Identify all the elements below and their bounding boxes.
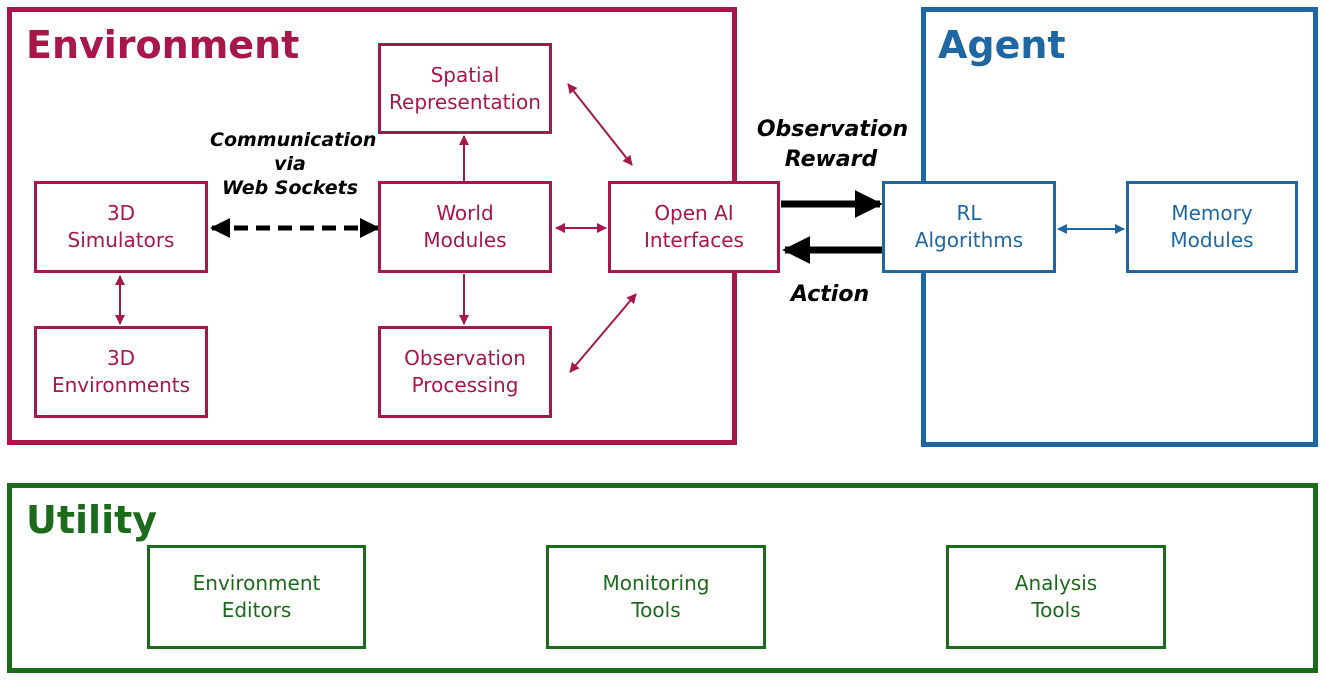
utility-panel [7, 483, 1318, 673]
memory-line-2: Modules [1170, 228, 1254, 252]
spatial-representation-box: Spatial Representation [378, 43, 552, 134]
memory-modules-box: Memory Modules [1126, 181, 1298, 273]
3d-environments-box: 3D Environments [34, 326, 208, 418]
observation-openai-arrow [569, 293, 637, 373]
observation-line-2: Processing [411, 373, 519, 397]
rl-line-1: RL [956, 201, 982, 225]
world-modules-box: World Modules [378, 181, 552, 273]
environments-line-1: 3D [106, 346, 136, 370]
communication-line-3: Web Sockets [221, 177, 359, 199]
rl-algorithms-box: RL Algorithms [882, 181, 1056, 273]
spatial-line-2: Representation [389, 89, 541, 114]
openai-line-1: Open AI [654, 201, 734, 225]
observation-line-1: Observation [404, 346, 526, 370]
monitoring-line-2: Tools [631, 598, 681, 622]
world-line-2: Modules [423, 228, 507, 252]
open-ai-interfaces-box: Open AI Interfaces [608, 181, 780, 273]
simulators-line-1: 3D [106, 201, 136, 225]
communication-line-2: via [274, 153, 306, 175]
world-line-1: World [436, 201, 494, 225]
3d-simulators-box: 3D Simulators [34, 181, 208, 273]
spatial-openai-arrow [567, 83, 633, 166]
agent-title: Agent [938, 23, 1066, 67]
utility-title: Utility [26, 498, 158, 542]
communication-label: Communication via Web Sockets [210, 128, 377, 200]
analysis-line-1: Analysis [1014, 571, 1098, 595]
monitoring-tools-box: Monitoring Tools [546, 545, 766, 649]
action-label: Action [790, 282, 870, 307]
openai-line-2: Interfaces [644, 228, 744, 252]
editors-line-2: Editors [221, 598, 292, 622]
observation-label: Observation [756, 117, 909, 142]
communication-line-1: Communication [210, 129, 377, 151]
environment-title: Environment [26, 23, 300, 67]
monitoring-line-1: Monitoring [602, 571, 710, 595]
simulators-line-2: Simulators [67, 228, 175, 252]
observation-processing-box: Observation Processing [378, 326, 552, 418]
memory-line-1: Memory [1171, 201, 1253, 225]
analysis-line-2: Tools [1031, 598, 1081, 622]
editors-line-1: Environment [192, 571, 321, 595]
spatial-line-1: Spatial [430, 62, 500, 87]
environment-editors-box: Environment Editors [147, 545, 366, 649]
environments-line-2: Environments [51, 373, 191, 397]
reward-label: Reward [784, 147, 878, 172]
rl-line-2: Algorithms [914, 228, 1024, 252]
analysis-tools-box: Analysis Tools [946, 545, 1166, 649]
